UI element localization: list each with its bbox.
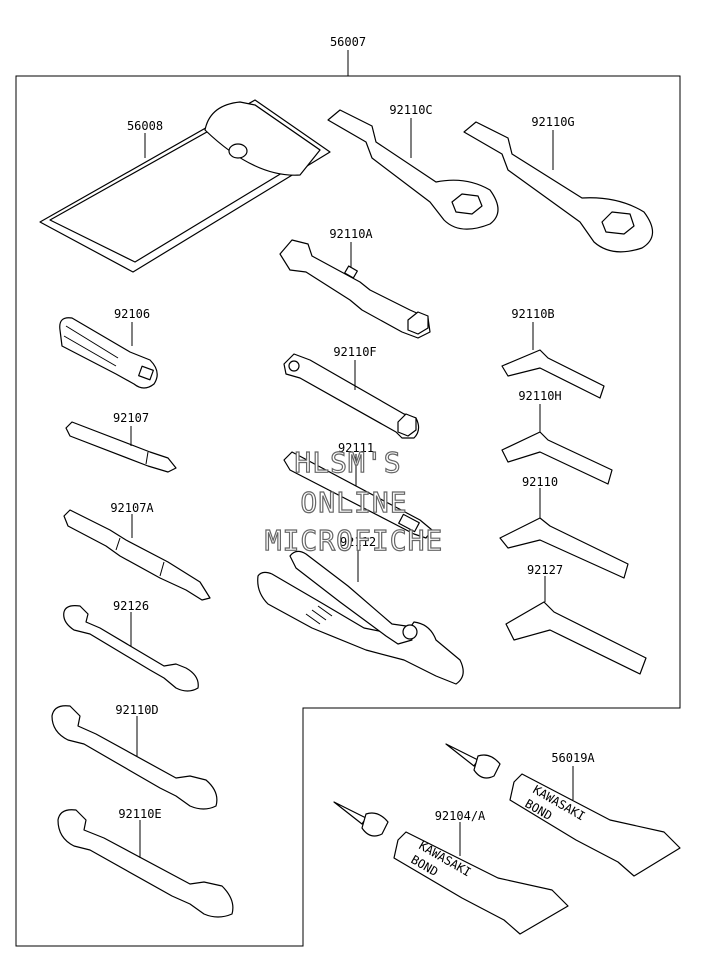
label-92110[interactable]: 92110 — [522, 475, 558, 489]
box-wrench-92110G — [463, 121, 654, 253]
extension-bar-92111 — [283, 451, 433, 539]
label-92110F[interactable]: 92110F — [333, 345, 376, 359]
label-92110B[interactable]: 92110B — [511, 307, 554, 321]
tool-pouch — [39, 99, 331, 273]
label-92126[interactable]: 92126 — [113, 599, 149, 613]
box-spanner-92110F — [283, 353, 420, 439]
hex-key-92110H — [501, 431, 613, 485]
label-92107A[interactable]: 92107A — [110, 501, 154, 515]
box-wrench-92110C — [327, 109, 499, 230]
label-92107[interactable]: 92107 — [113, 411, 149, 425]
main-part-label[interactable]: 56007 — [330, 35, 366, 49]
hex-key-92127 — [505, 601, 647, 675]
label-92110A[interactable]: 92110A — [329, 227, 373, 241]
watermark-line-1: HLSM'S — [294, 446, 401, 479]
socket-wrench-92110A — [279, 239, 431, 339]
label-92110D[interactable]: 92110D — [115, 703, 158, 717]
screwdriver-handle-92106 — [59, 317, 158, 389]
label-92110E[interactable]: 92110E — [118, 807, 161, 821]
pliers-92112 — [257, 550, 464, 685]
double-screwdriver-92107A — [63, 509, 211, 601]
label-92111[interactable]: 92111 — [338, 441, 374, 455]
frame-border — [15, 75, 681, 947]
watermark-line-2: ONLINE — [300, 486, 407, 519]
label-92127[interactable]: 92127 — [527, 563, 563, 577]
open-end-wrench-92110E — [57, 809, 234, 918]
open-end-wrench-92110D — [51, 705, 218, 810]
label-92104A[interactable]: 92104/A — [435, 809, 486, 823]
label-92112[interactable]: 92112 — [340, 535, 376, 549]
open-end-wrench-92126 — [63, 605, 199, 692]
label-56008[interactable]: 56008 — [127, 119, 163, 133]
watermark: HLSM'S ONLINE MICROFICHE — [264, 445, 444, 557]
label-92110C[interactable]: 92110C — [389, 103, 432, 117]
screwdriver-bit-92107 — [65, 421, 177, 473]
label-92106[interactable]: 92106 — [114, 307, 150, 321]
hex-key-92110 — [499, 517, 629, 579]
label-92110H[interactable]: 92110H — [518, 389, 561, 403]
label-56019A[interactable]: 56019A — [551, 751, 595, 765]
label-92110G[interactable]: 92110G — [531, 115, 574, 129]
hex-key-92110B — [501, 349, 605, 399]
watermark-line-3: MICROFICHE — [265, 524, 444, 557]
